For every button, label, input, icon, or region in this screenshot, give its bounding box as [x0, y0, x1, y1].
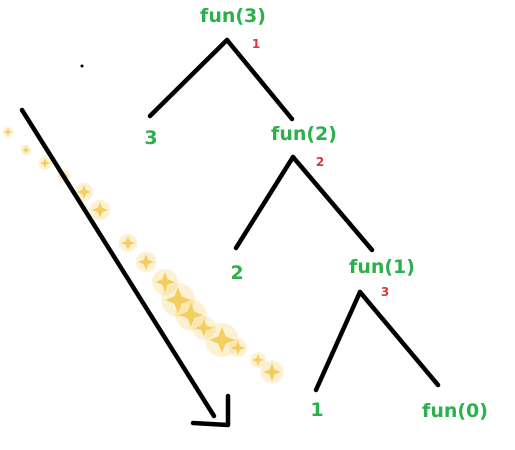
sparkle-star	[209, 327, 235, 353]
edge-fun2-to-2	[233, 154, 296, 251]
sparkle-star	[179, 303, 203, 327]
node-fun0: fun(0)	[422, 400, 488, 422]
node-3: 3	[144, 127, 157, 149]
sparkle-star	[92, 202, 108, 218]
sparkle-star	[4, 128, 12, 136]
sparkle-star	[165, 287, 191, 313]
sparkle-star	[22, 146, 30, 154]
descent-arrowhead	[190, 393, 231, 428]
sparkle-star	[252, 354, 264, 366]
edge-fun1-to-fun0	[357, 289, 441, 388]
edge-fun2-to-fun1	[290, 154, 375, 253]
sparkle-star	[77, 185, 91, 199]
stray-dot	[80, 64, 84, 68]
step-label-2: 2	[316, 155, 324, 169]
node-fun2: fun(2)	[271, 123, 337, 145]
node-fun3: fun(3)	[200, 5, 266, 27]
step-label-1: 1	[252, 37, 260, 51]
sparkle-star	[155, 272, 175, 292]
sparkle-trail	[2, 126, 284, 384]
edge-fun3-to-3	[147, 37, 230, 119]
sparkle-star	[231, 341, 245, 355]
node-2: 2	[230, 262, 243, 284]
edge-fun1-to-1	[313, 289, 363, 393]
sparkle-star	[121, 236, 135, 250]
sparkle-star	[40, 158, 50, 168]
step-label-3: 3	[381, 285, 389, 299]
sparkle-star	[138, 254, 154, 270]
sparkle-star	[195, 319, 213, 337]
descent-arrow	[19, 107, 217, 419]
edge-fun3-to-fun2	[224, 37, 295, 122]
sparkle-star	[263, 363, 281, 381]
node-fun1: fun(1)	[349, 256, 415, 278]
node-1: 1	[310, 399, 323, 421]
